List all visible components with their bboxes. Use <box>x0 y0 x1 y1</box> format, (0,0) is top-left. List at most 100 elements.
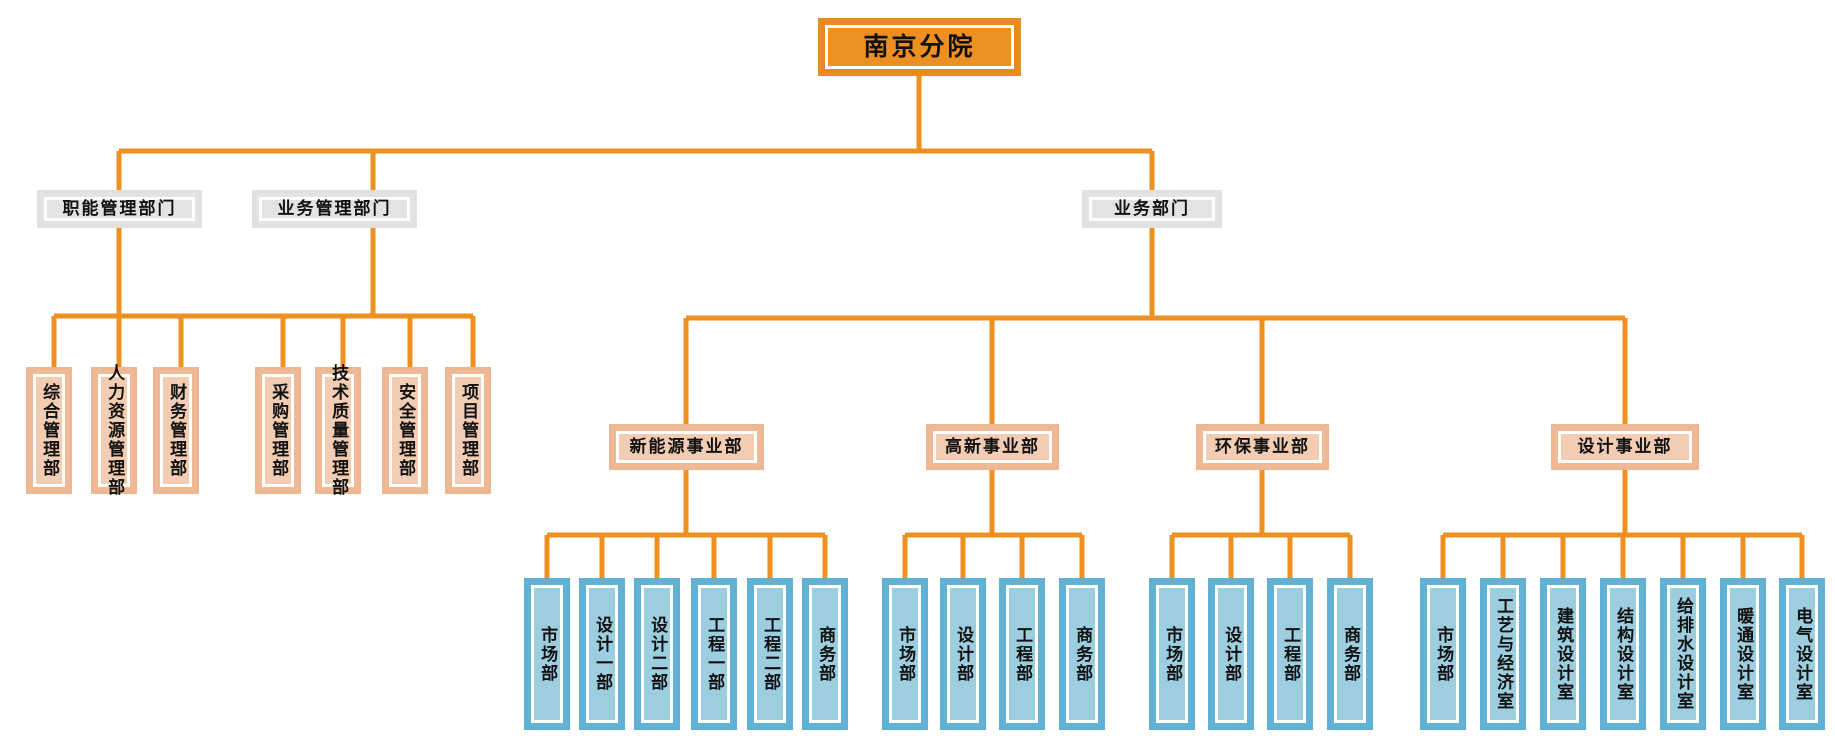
ht-business-label: 商务部 <box>1073 625 1093 683</box>
dept-tech-quality-inner-frame: 技术质量管理部 <box>322 364 354 497</box>
dept-safety-inner-frame: 安全管理部 <box>389 374 421 487</box>
org-node-ne-eng2[interactable]: 工程二部 <box>747 578 793 730</box>
ne-design2-inner-frame: 设计二部 <box>641 585 673 723</box>
org-node-division-design[interactable]: 设计事业部 <box>1551 424 1699 470</box>
org-node-group-functional[interactable]: 职能管理部门 <box>37 190 202 228</box>
org-node-dd-electrical[interactable]: 电气设计室 <box>1779 578 1825 730</box>
org-node-division-hightech[interactable]: 高新事业部 <box>926 424 1059 470</box>
org-node-ne-market[interactable]: 市场部 <box>524 578 570 730</box>
org-node-dd-structure[interactable]: 结构设计室 <box>1600 578 1646 730</box>
dd-structure-label: 结构设计室 <box>1614 606 1634 702</box>
ep-eng-inner-frame: 工程部 <box>1274 585 1306 723</box>
org-node-division-new-energy[interactable]: 新能源事业部 <box>609 424 764 470</box>
ep-design-label: 设计部 <box>1222 625 1242 683</box>
ne-market-inner-frame: 市场部 <box>531 585 563 723</box>
ne-eng2-label: 工程二部 <box>761 616 781 692</box>
division-new-energy-label: 新能源事业部 <box>629 436 744 456</box>
ne-business-label: 商务部 <box>816 625 836 683</box>
org-node-ep-market[interactable]: 市场部 <box>1149 578 1195 730</box>
dept-zonghe-inner-frame: 综合管理部 <box>33 374 65 487</box>
org-node-ne-business[interactable]: 商务部 <box>802 578 848 730</box>
ht-design-label: 设计部 <box>954 625 974 683</box>
root-label: 南京分院 <box>863 33 976 61</box>
org-node-ne-design2[interactable]: 设计二部 <box>634 578 680 730</box>
dept-safety-label: 安全管理部 <box>396 383 416 478</box>
org-node-ep-eng[interactable]: 工程部 <box>1267 578 1313 730</box>
ep-business-label: 商务部 <box>1341 625 1361 683</box>
division-environment-label: 环保事业部 <box>1215 436 1310 456</box>
group-business-inner-frame: 业务部门 <box>1089 197 1215 221</box>
ht-market-inner-frame: 市场部 <box>889 585 921 723</box>
division-hightech-inner-frame: 高新事业部 <box>933 431 1052 463</box>
org-node-group-business[interactable]: 业务部门 <box>1082 190 1222 228</box>
dd-market-label: 市场部 <box>1434 625 1454 683</box>
group-business-label: 业务部门 <box>1114 198 1190 218</box>
dept-finance-label: 财务管理部 <box>167 383 187 478</box>
dept-project-inner-frame: 项目管理部 <box>452 374 484 487</box>
ht-eng-label: 工程部 <box>1013 625 1033 683</box>
ne-market-label: 市场部 <box>538 625 558 683</box>
org-node-dept-project[interactable]: 项目管理部 <box>445 367 491 494</box>
org-node-dept-finance[interactable]: 财务管理部 <box>153 367 199 494</box>
dd-architecture-inner-frame: 建筑设计室 <box>1547 585 1579 723</box>
org-node-ht-design[interactable]: 设计部 <box>940 578 986 730</box>
org-node-ht-market[interactable]: 市场部 <box>882 578 928 730</box>
dept-hr-label: 人力资源管理部 <box>105 364 125 497</box>
org-node-division-environment[interactable]: 环保事业部 <box>1196 424 1329 470</box>
org-node-dept-safety[interactable]: 安全管理部 <box>382 367 428 494</box>
dd-plumbing-inner-frame: 给排水设计室 <box>1667 585 1699 723</box>
org-node-dd-market[interactable]: 市场部 <box>1420 578 1466 730</box>
dd-process-economy-label: 工艺与经济室 <box>1494 597 1514 711</box>
org-node-dept-tech-quality[interactable]: 技术质量管理部 <box>315 364 361 497</box>
dd-market-inner-frame: 市场部 <box>1427 585 1459 723</box>
group-business-mgmt-label: 业务管理部门 <box>277 198 392 218</box>
root-inner-frame: 南京分院 <box>825 25 1014 69</box>
ne-design2-label: 设计二部 <box>648 616 668 692</box>
org-node-ne-design1[interactable]: 设计一部 <box>579 578 625 730</box>
dept-tech-quality-label: 技术质量管理部 <box>329 364 349 497</box>
dd-hvac-label: 暖通设计室 <box>1734 606 1754 702</box>
ne-design1-inner-frame: 设计一部 <box>586 585 618 723</box>
dept-finance-inner-frame: 财务管理部 <box>160 374 192 487</box>
ne-design1-label: 设计一部 <box>593 616 613 692</box>
division-new-energy-inner-frame: 新能源事业部 <box>616 431 757 463</box>
org-node-dept-procurement[interactable]: 采购管理部 <box>255 367 301 494</box>
org-node-root[interactable]: 南京分院 <box>818 18 1021 76</box>
org-node-ht-eng[interactable]: 工程部 <box>999 578 1045 730</box>
org-node-ne-eng1[interactable]: 工程一部 <box>691 578 737 730</box>
division-design-label: 设计事业部 <box>1577 436 1673 456</box>
dept-procurement-label: 采购管理部 <box>269 383 289 478</box>
group-functional-inner-frame: 职能管理部门 <box>44 197 195 221</box>
ep-design-inner-frame: 设计部 <box>1215 585 1247 723</box>
dept-zonghe-label: 综合管理部 <box>40 383 60 478</box>
division-hightech-label: 高新事业部 <box>945 436 1040 456</box>
ep-eng-label: 工程部 <box>1281 625 1301 683</box>
org-node-dd-plumbing[interactable]: 给排水设计室 <box>1660 578 1706 730</box>
org-node-dd-process-economy[interactable]: 工艺与经济室 <box>1480 578 1526 730</box>
dd-plumbing-label: 给排水设计室 <box>1674 597 1694 711</box>
org-node-group-business-mgmt[interactable]: 业务管理部门 <box>252 190 417 228</box>
dept-hr-inner-frame: 人力资源管理部 <box>98 364 130 497</box>
ne-eng2-inner-frame: 工程二部 <box>754 585 786 723</box>
dept-procurement-inner-frame: 采购管理部 <box>262 374 294 487</box>
ht-market-label: 市场部 <box>896 625 916 683</box>
dd-structure-inner-frame: 结构设计室 <box>1607 585 1639 723</box>
dd-electrical-inner-frame: 电气设计室 <box>1786 585 1818 723</box>
group-business-mgmt-inner-frame: 业务管理部门 <box>259 197 410 221</box>
org-node-dd-architecture[interactable]: 建筑设计室 <box>1540 578 1586 730</box>
ht-design-inner-frame: 设计部 <box>947 585 979 723</box>
dd-architecture-label: 建筑设计室 <box>1554 606 1574 702</box>
org-node-ep-business[interactable]: 商务部 <box>1327 578 1373 730</box>
dept-project-label: 项目管理部 <box>459 383 479 478</box>
org-node-dept-hr[interactable]: 人力资源管理部 <box>91 364 137 497</box>
dd-process-economy-inner-frame: 工艺与经济室 <box>1487 585 1519 723</box>
org-node-ht-business[interactable]: 商务部 <box>1059 578 1105 730</box>
ep-market-label: 市场部 <box>1163 625 1183 683</box>
org-node-dept-zonghe[interactable]: 综合管理部 <box>26 367 72 494</box>
org-node-ep-design[interactable]: 设计部 <box>1208 578 1254 730</box>
ne-eng1-label: 工程一部 <box>705 616 725 692</box>
ep-business-inner-frame: 商务部 <box>1334 585 1366 723</box>
org-node-dd-hvac[interactable]: 暖通设计室 <box>1720 578 1766 730</box>
ht-business-inner-frame: 商务部 <box>1066 585 1098 723</box>
